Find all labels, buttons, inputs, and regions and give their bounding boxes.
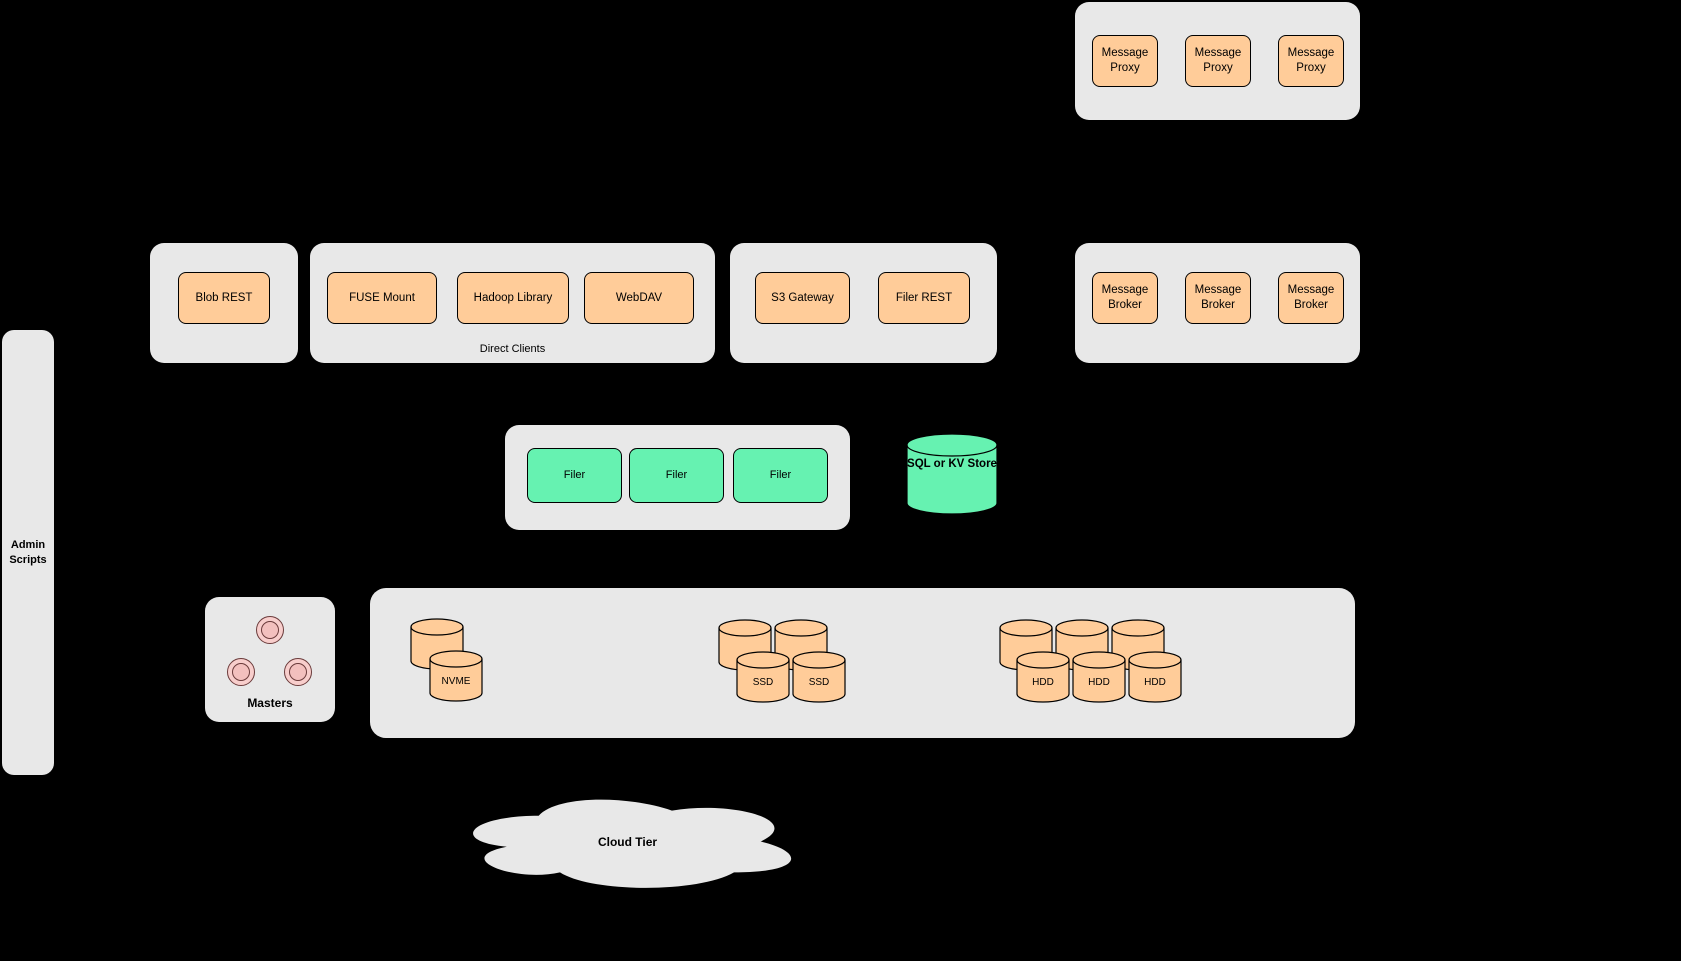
filer-node: Filer [629,448,724,503]
cloud-tier-label: Cloud Tier [597,835,658,850]
admin-scripts-panel: Admin Scripts [2,330,54,775]
sql-kv-store-label: SQL or KV Store [907,458,997,470]
hdd-cylinder: HDD [1016,651,1070,703]
message-broker-node: Message Broker [1278,272,1344,324]
nvme-cylinder: NVME [429,650,483,702]
master-node-icon [227,658,255,686]
masters-group: Masters [205,597,335,722]
ssd-cylinder: SSD [792,651,846,703]
masters-label: Masters [247,696,293,710]
blob-rest-group: Blob REST [150,243,298,363]
message-proxy-node: Message Proxy [1185,35,1251,87]
ssd-label: SSD [752,677,774,688]
message-proxy-node: Message Proxy [1092,35,1158,87]
ssd-cylinder: SSD [736,651,790,703]
message-broker-node: Message Broker [1185,272,1251,324]
filer-group: Filer Filer Filer [505,425,850,530]
admin-scripts-label: Admin Scripts [9,539,47,566]
s3-gateway-node: S3 Gateway [755,272,850,324]
filer-node: Filer [527,448,622,503]
message-broker-node: Message Broker [1092,272,1158,324]
filer-rest-node: Filer REST [878,272,970,324]
hdd-cylinder: HDD [1128,651,1182,703]
message-proxy-node: Message Proxy [1278,35,1344,87]
webdav-node: WebDAV [584,272,694,324]
fuse-mount-node: FUSE Mount [327,272,437,324]
master-node-icon [284,658,312,686]
sql-kv-store-cylinder: SQL or KV Store [906,433,998,515]
hadoop-library-node: Hadoop Library [457,272,569,324]
gateway-group: S3 Gateway Filer REST [730,243,997,363]
volume-servers-group: NVME SSD SSD HDD [370,588,1355,738]
blob-rest-node: Blob REST [178,272,270,324]
cloud-tier-shape: Cloud Tier [450,790,805,893]
nvme-label: NVME [441,676,471,687]
ssd-label: SSD [808,677,830,688]
filer-node: Filer [733,448,828,503]
master-node-icon [256,616,284,644]
hdd-label: HDD [1032,677,1054,688]
hdd-cylinder: HDD [1072,651,1126,703]
hdd-label: HDD [1088,677,1110,688]
message-proxy-group: Message Proxy Message Proxy Message Prox… [1075,2,1360,120]
message-broker-group: Message Broker Message Broker Message Br… [1075,243,1360,363]
direct-clients-label: Direct Clients [479,343,546,355]
hdd-label: HDD [1144,677,1166,688]
direct-clients-group: FUSE Mount Hadoop Library WebDAV Direct … [310,243,715,363]
